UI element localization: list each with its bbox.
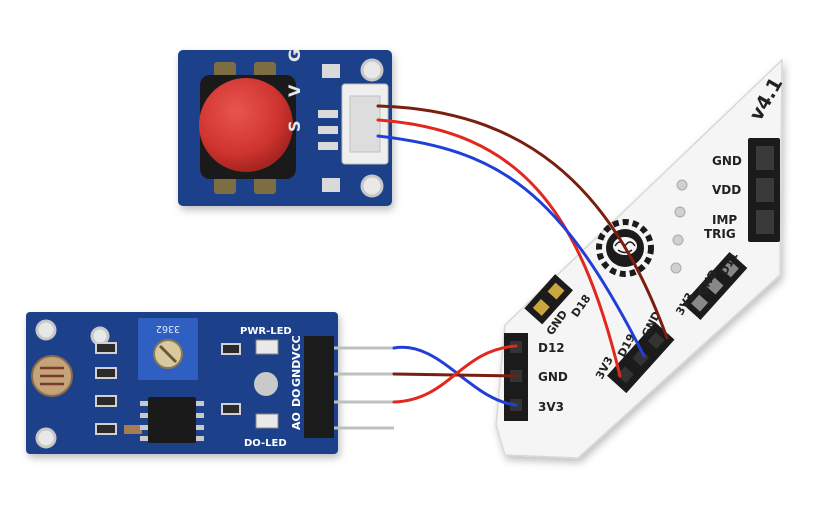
smd-resistor xyxy=(95,423,117,435)
smd-pad xyxy=(322,64,340,78)
silk-label-s: S xyxy=(285,120,304,132)
wire-brown-button-gnd xyxy=(376,104,669,340)
label-trig: TRIG xyxy=(704,227,736,241)
light-sensor-module: 3362 PWR-LED DO-LED VCC GND DO AO xyxy=(26,312,394,454)
button-module: S V G xyxy=(178,49,392,206)
silk-label-g: G xyxy=(285,49,304,62)
connector-pin-slot xyxy=(756,178,774,202)
ic-pins xyxy=(140,401,204,441)
smd-resistor xyxy=(95,367,117,379)
smd-pad xyxy=(322,178,340,192)
pin-label-vcc: VCC xyxy=(290,335,303,360)
via xyxy=(674,206,686,218)
mount-hole xyxy=(35,319,57,341)
mount-hole xyxy=(360,58,384,82)
via xyxy=(676,179,688,191)
button-pad xyxy=(254,176,276,194)
do-led xyxy=(255,413,279,429)
connector-pin-slot xyxy=(756,146,774,170)
main-board: v4.1 GND VDD IMP TRIG GND D18 xyxy=(495,58,787,459)
smd-resistor xyxy=(221,403,241,415)
wire-red-sensor-vcc xyxy=(392,344,518,404)
silk-label-v: V xyxy=(285,84,304,97)
via xyxy=(672,234,684,246)
smd-resistor xyxy=(221,343,241,355)
header-center-3v3-d19-gnd xyxy=(606,322,675,394)
label-imp: IMP xyxy=(712,213,737,227)
pin-label-ao: AO xyxy=(290,412,303,430)
pin-label-gnd: GND xyxy=(290,360,303,387)
do-led-label: DO-LED xyxy=(244,438,287,449)
wires xyxy=(376,104,669,407)
smd-pad xyxy=(318,126,338,134)
smd-pad xyxy=(318,142,338,150)
sensor-header-pins xyxy=(334,346,394,430)
label-gnd-right: GND xyxy=(712,154,742,168)
smd-capacitor xyxy=(124,425,142,434)
mount-hole xyxy=(90,326,110,346)
header-top-gnd-d18 xyxy=(524,274,573,325)
label-3v3-left: 3V3 xyxy=(538,400,564,414)
comparator-ic xyxy=(148,397,196,443)
wire-blue-button-d19 xyxy=(376,134,646,358)
sensor-pin-header xyxy=(304,336,334,438)
wire-red-button-3v3 xyxy=(376,118,622,378)
mount-hole xyxy=(360,174,384,198)
trimpot-slot xyxy=(158,344,178,364)
via xyxy=(670,262,682,274)
led-lens xyxy=(254,372,278,396)
pin-label-do: DO xyxy=(290,389,303,407)
trimpot-marking: 3362 xyxy=(156,323,180,334)
jst-connector-slot xyxy=(349,95,381,153)
header-right-3v3-gnd-d11 xyxy=(682,251,748,321)
wire-blue-sensor-ao xyxy=(392,345,518,407)
label-vdd-right: VDD xyxy=(712,183,741,197)
pwr-led xyxy=(255,339,279,355)
smd-pad xyxy=(318,110,338,118)
pwr-led-label: PWR-LED xyxy=(240,326,292,337)
label-d12: D12 xyxy=(538,341,565,355)
red-push-button xyxy=(199,78,293,172)
connector-pin-slot xyxy=(756,210,774,234)
smd-resistor xyxy=(95,395,117,407)
smd-resistor xyxy=(95,342,117,354)
label-gnd-left: GND xyxy=(538,370,568,384)
mount-hole xyxy=(35,427,57,449)
button-pad xyxy=(214,176,236,194)
photoresistor-track xyxy=(40,366,64,386)
